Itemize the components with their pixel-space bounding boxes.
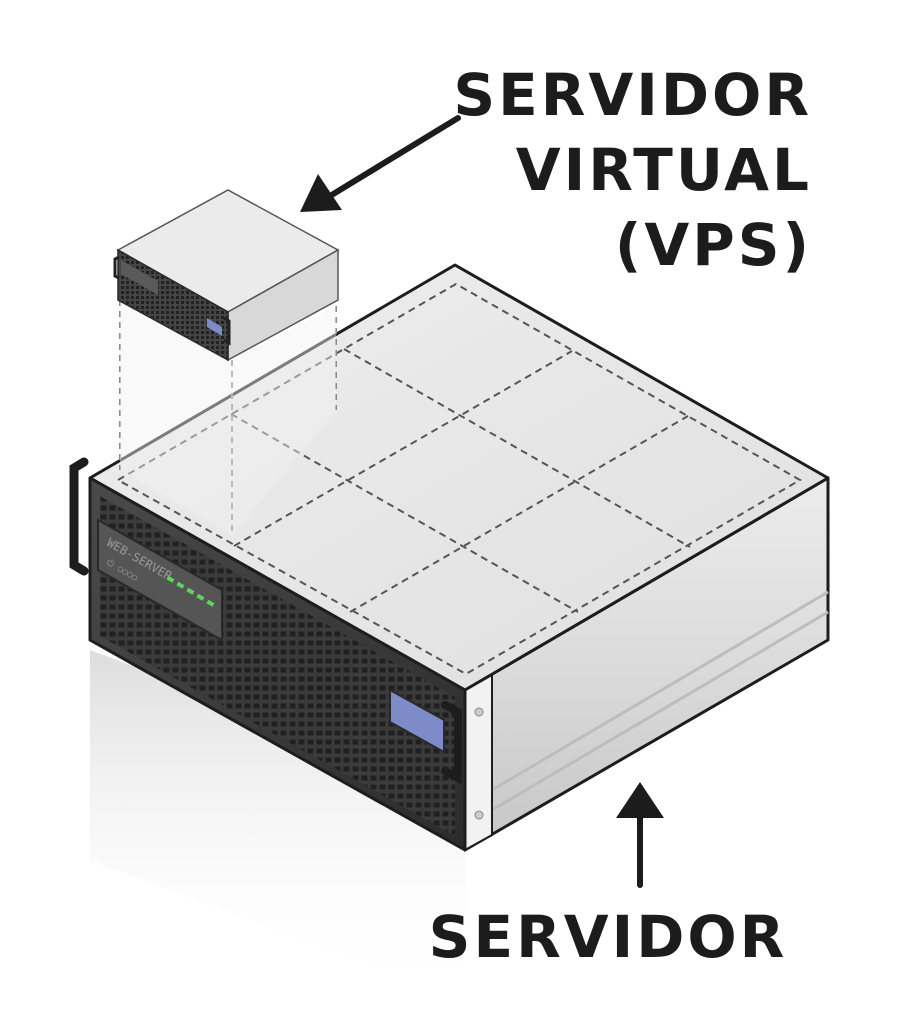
vps-right-handle [223,316,231,346]
server-side-rail [491,590,829,812]
virtual-server [113,189,340,362]
arrow-down-left-icon [300,115,461,212]
physical-server: WEB-SERVER ⏻ ○○○○ [69,263,830,852]
projection-guides [119,300,337,535]
floor-shadow [90,650,465,1000]
server-lcd-panel [389,688,445,754]
server-label-plate [97,518,223,642]
server-label: SERVIDOR [429,903,788,971]
server-left-handle [69,457,89,576]
vps-left-handle [113,255,120,280]
vps-label-line2: VIRTUAL [516,136,812,204]
server-status-leds [166,575,215,607]
server-right-handle [441,701,462,785]
server-rack-ear [464,673,493,852]
arrow-up-icon [616,782,664,888]
vps-label-line3: (VPS) [615,211,812,279]
projection-volume [120,300,336,535]
vps-lcd-panel [207,318,222,336]
vps-slot-grid [115,282,803,676]
vps-label-plate [121,260,158,295]
vps-label-line1: SERVIDOR [453,61,812,129]
